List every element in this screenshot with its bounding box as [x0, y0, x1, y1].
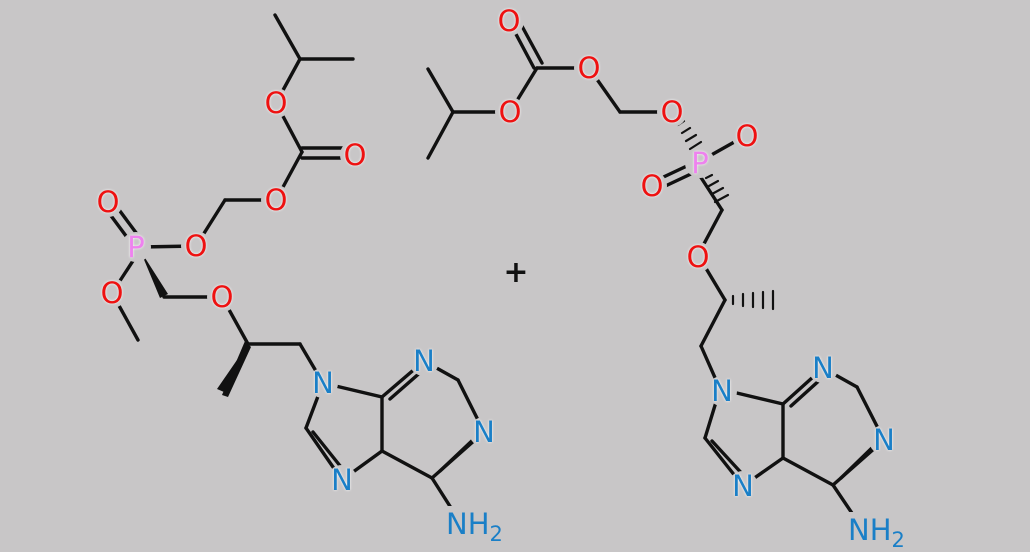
molecule-right-phosphorus-halo: [685, 148, 715, 178]
molecule-left-nitrogen-1-halo: [469, 417, 499, 447]
molecule-right-stereo-hashes: [676, 119, 775, 311]
molecule-left-nitrogen-3-glow: N: [413, 344, 435, 378]
molecule-left-oxygen-ester-2-halo: [261, 185, 291, 215]
molecule-left-phosphorus-glow: P: [127, 230, 145, 264]
molecule-right-amine-subscript: 2: [892, 528, 905, 552]
molecule-left-nitrogen-1-glow: N: [473, 415, 495, 449]
molecule-right-oxygen-ester-2-glow: O: [499, 95, 522, 129]
molecule-right-nitrogen-1: N: [873, 423, 895, 457]
molecule-left-oxygen-phosphoryl: O: [97, 185, 120, 219]
molecule-left-oxygen-ether: O: [211, 280, 234, 314]
molecule-left-oxygen-phosphoester: O: [185, 229, 208, 263]
molecule-right-nitrogen-7: N: [732, 469, 754, 503]
molecule-left-oxygen-phosphoryl-halo: [93, 187, 123, 217]
molecule-right-oxygen-phosphoester-glow: O: [661, 95, 684, 129]
molecule-right: [426, 15, 886, 530]
molecule-right-nitrogen-7-halo: [728, 471, 758, 501]
molecule-right-oxygen-ester-2-halo: [495, 97, 525, 127]
molecule-left-nitrogen-7: N: [331, 463, 353, 497]
molecule-right-phosphorus: P: [691, 146, 709, 180]
molecule-left-oxygen-methoxy: O: [101, 276, 124, 310]
molecule-left: [101, 13, 486, 524]
molecule-left-oxygen-carbonyl-halo: [340, 140, 370, 170]
molecule-left-oxygen-phosphoester-halo: [181, 231, 211, 261]
molecule-right-phosphorus-glow: P: [691, 146, 709, 180]
molecule-left-oxygen-methoxy-halo: [97, 278, 127, 308]
molecule-right-oxygen-ester-halo: [574, 53, 604, 83]
molecule-left-oxygen-carbonyl-glow: O: [344, 138, 367, 172]
molecule-right-amine-halo: [846, 512, 910, 546]
molecule-right-oxygen-ether-glow: O: [687, 240, 710, 274]
molecule-left-oxygen-phosphoryl-glow: O: [97, 185, 120, 219]
molecule-right-oxygen-methoxy: O: [736, 119, 759, 153]
molecule-right-nitrogen-3: N: [812, 351, 834, 385]
molecule-left-oxygen-ether-halo: [207, 282, 237, 312]
molecule-left-nitrogen-3-halo: [409, 346, 439, 376]
molecule-left-oxygen-ester-halo: [261, 88, 291, 118]
molecule-right-oxygen-methoxy-halo: [732, 121, 762, 151]
molecule-right-oxygen-carbonyl: O: [498, 4, 521, 38]
molecule-left-oxygen-ether-glow: O: [211, 280, 234, 314]
molecule-right-oxygen-ester-glow: O: [578, 51, 601, 85]
molecule-left-nitrogen-9-halo: [308, 368, 338, 398]
molecule-right-oxygen-carbonyl-halo: [494, 6, 524, 36]
molecule-left-oxygen-phosphoester-glow: O: [185, 229, 208, 263]
molecule-right-nitrogen-9: N: [711, 374, 733, 408]
molecule-right-oxygen-methoxy-glow: O: [736, 119, 759, 153]
molecule-right-oxygen-phosphoryl-halo: [637, 171, 667, 201]
molecule-left-nitrogen-7-glow: N: [331, 463, 353, 497]
molecule-left-oxygen-ester-2-glow: O: [265, 183, 288, 217]
molecule-left-oxygen-ester-glow: O: [265, 86, 288, 120]
molecule-right-oxygen-ester: O: [578, 51, 601, 85]
molecule-left-nitrogen-9-glow: N: [312, 366, 334, 400]
molecule-left-nitrogen-9: N: [312, 366, 334, 400]
molecule-right-oxygen-phosphoester-halo: [657, 97, 687, 127]
molecule-left-stereo-wedges: [140, 250, 251, 397]
molecule-right-bonds: [426, 15, 886, 530]
molecule-right-oxygen-carbonyl-glow: O: [498, 4, 521, 38]
molecule-right-oxygen-ester-2: O: [499, 95, 522, 129]
molecule-right-nitrogen-3-glow: N: [812, 351, 834, 385]
molecule-right-oxygen-phosphoester: O: [661, 95, 684, 129]
molecule-left-amine-halo: [444, 506, 508, 540]
molecule-left-oxygen-ester-2: O: [265, 183, 288, 217]
molecule-left-nitrogen-3: N: [413, 344, 435, 378]
molecule-left-oxygen-ester: O: [265, 86, 288, 120]
molecule-right-oxygen-ether-halo: [683, 242, 713, 272]
molecule-right-nitrogen-9-halo: [707, 376, 737, 406]
molecule-left-amine-subscript: 2: [490, 522, 503, 546]
molecule-right-nitrogen-1-halo: [869, 425, 899, 455]
molecule-left-nitrogen-7-halo: [327, 465, 357, 495]
molecule-left-nitrogen-1: N: [473, 415, 495, 449]
molecule-left-oxygen-methoxy-glow: O: [101, 276, 124, 310]
molecule-right-nitrogen-1-glow: N: [873, 423, 895, 457]
molecule-left-phosphorus-halo: [121, 232, 151, 262]
molecule-right-nitrogen-3-halo: [808, 353, 838, 383]
plus-sign: +: [503, 255, 528, 290]
molecule-left-bonds: [101, 13, 486, 524]
molecule-left-oxygen-carbonyl: O: [344, 138, 367, 172]
molecule-right-oxygen-phosphoryl-glow: O: [641, 169, 664, 203]
molecule-right-oxygen-ether: O: [687, 240, 710, 274]
molecule-right-oxygen-phosphoryl: O: [641, 169, 664, 203]
molecule-right-nitrogen-9-glow: N: [711, 374, 733, 408]
molecule-right-nitrogen-7-glow: N: [732, 469, 754, 503]
molecule-left-phosphorus: P: [127, 230, 145, 264]
